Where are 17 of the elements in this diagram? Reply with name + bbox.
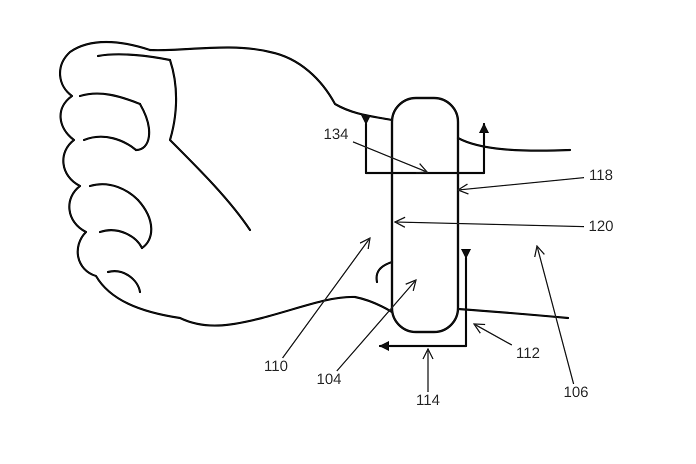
wristband (390, 96, 460, 334)
callout-number: 112 (511, 345, 545, 363)
callout-number: 106 (559, 384, 593, 402)
leader-line (336, 279, 417, 372)
leader-line (457, 177, 584, 195)
callout-number: 120 (584, 218, 618, 236)
leader-line (352, 141, 428, 174)
callout-number: 110 (259, 358, 293, 376)
callout-number: 104 (312, 371, 346, 389)
leader-line (534, 245, 574, 384)
leader-line (282, 237, 371, 358)
leader-line (422, 348, 434, 392)
leader-line (473, 323, 512, 346)
leader-line (394, 216, 584, 228)
callout-number: 118 (584, 167, 618, 185)
callout-number: 114 (411, 392, 445, 410)
callout-number: 134 (319, 126, 353, 144)
